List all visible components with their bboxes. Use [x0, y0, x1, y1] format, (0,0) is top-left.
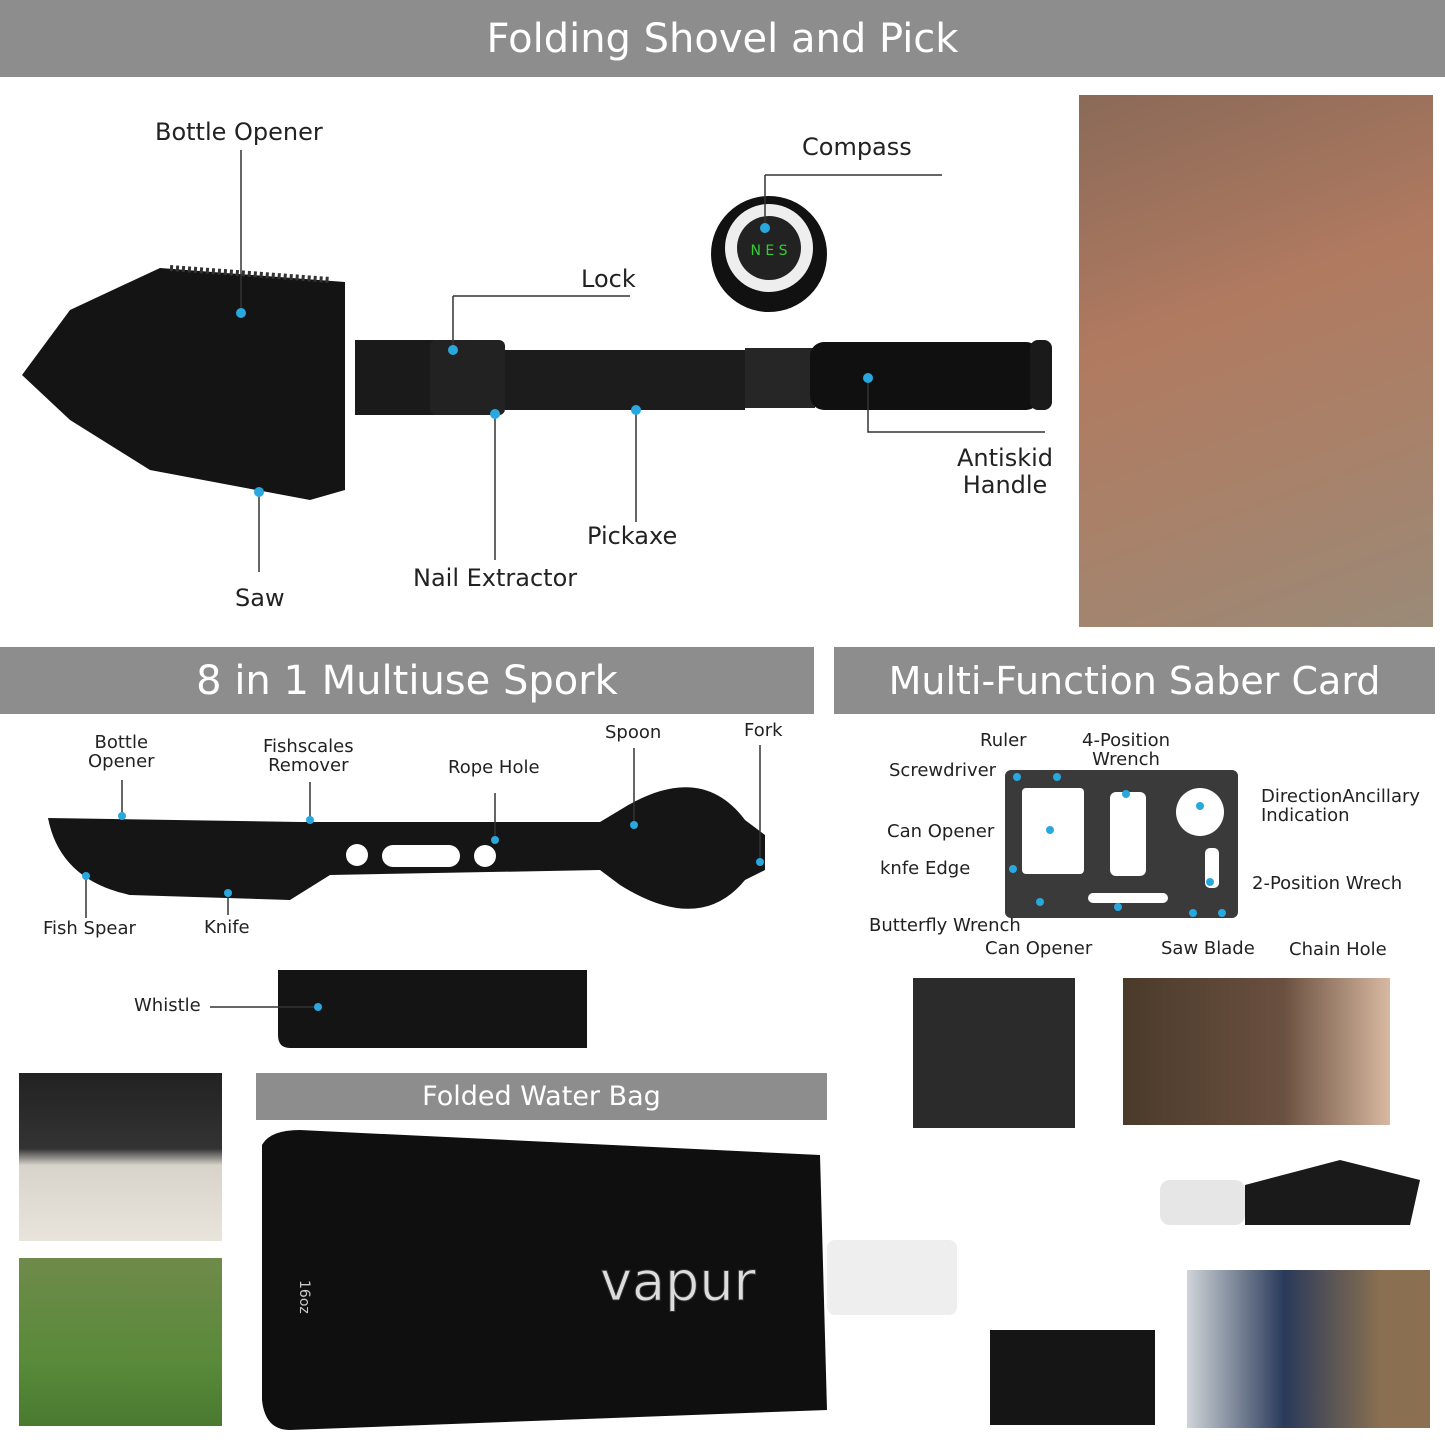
- label-saw: Saw: [235, 584, 285, 612]
- label-can-opener: Can Opener: [887, 821, 995, 842]
- label-knife-edge: knfe Edge: [880, 858, 971, 879]
- bottle-open-photo: [19, 1258, 222, 1426]
- bag-nozzle-image: [1160, 1180, 1245, 1225]
- shovel-section-title: Folding Shovel and Pick: [486, 15, 959, 62]
- bag-volume-text: 16oz: [296, 1280, 312, 1314]
- pickaxe-in-use-photo: [1079, 95, 1433, 627]
- label-fish-spear: Fish Spear: [43, 918, 136, 939]
- label-pickaxe: Pickaxe: [587, 522, 678, 550]
- spork-section-banner: 8 in 1 Multiuse Spork: [0, 647, 814, 714]
- label-lock: Lock: [581, 265, 636, 293]
- small-bag-image: [990, 1330, 1155, 1425]
- shovel-section-banner: Folding Shovel and Pick: [0, 0, 1445, 77]
- label-knife: Knife: [204, 917, 250, 938]
- card-section-banner: Multi-Function Saber Card: [834, 647, 1435, 714]
- label-whistle: Whistle: [134, 995, 201, 1016]
- label-compass: Compass: [802, 133, 912, 161]
- saber-card-image: [1005, 770, 1238, 918]
- label-spork-bottle-opener: Bottle Opener: [88, 732, 155, 772]
- knife-fish-photo: [19, 1073, 222, 1241]
- card-section-title: Multi-Function Saber Card: [888, 658, 1381, 703]
- label-antiskid-handle: Antiskid Handle: [957, 444, 1054, 499]
- label-butterfly-wrench: Butterfly Wrench: [869, 915, 1021, 936]
- svg-text:N E S: N E S: [750, 243, 787, 259]
- water-bag-image: vapur 16oz: [262, 1130, 957, 1430]
- label-screwdriver: Screwdriver: [889, 760, 997, 781]
- whistle-image: [278, 970, 587, 1048]
- label-ruler: Ruler: [980, 730, 1027, 751]
- bag-brand-text: vapur: [600, 1250, 757, 1313]
- bag-section-banner: Folded Water Bag: [256, 1073, 827, 1120]
- label-2-position-wrench: 2-Position Wrech: [1252, 873, 1403, 894]
- label-nail-extractor: Nail Extractor: [413, 564, 578, 592]
- shovel-image: [22, 265, 1052, 500]
- bag-section-title: Folded Water Bag: [422, 1081, 661, 1112]
- label-rope-hole: Rope Hole: [448, 757, 540, 778]
- card-on-tree-photo: [1123, 978, 1390, 1125]
- bag-on-belt-photo: [1187, 1270, 1430, 1428]
- label-fishscales-remover: Fishscales Remover: [263, 736, 354, 776]
- label-direction-indication: DirectionAncillary Indication: [1261, 786, 1421, 826]
- label-fork: Fork: [744, 720, 783, 741]
- label-saw-blade: Saw Blade: [1161, 938, 1255, 959]
- label-can-opener-2: Can Opener: [985, 938, 1093, 959]
- label-4-position-wrench: 4-Position Wrench: [1082, 730, 1171, 770]
- carabiner-image: [1245, 1160, 1420, 1225]
- card-wallet-image: [913, 978, 1075, 1128]
- label-bottle-opener: Bottle Opener: [155, 118, 323, 146]
- label-chain-hole: Chain Hole: [1289, 939, 1387, 960]
- spork-section-title: 8 in 1 Multiuse Spork: [196, 657, 618, 704]
- spork-image: [48, 787, 765, 909]
- compass-image: N E S: [711, 196, 827, 312]
- label-spoon: Spoon: [605, 722, 662, 743]
